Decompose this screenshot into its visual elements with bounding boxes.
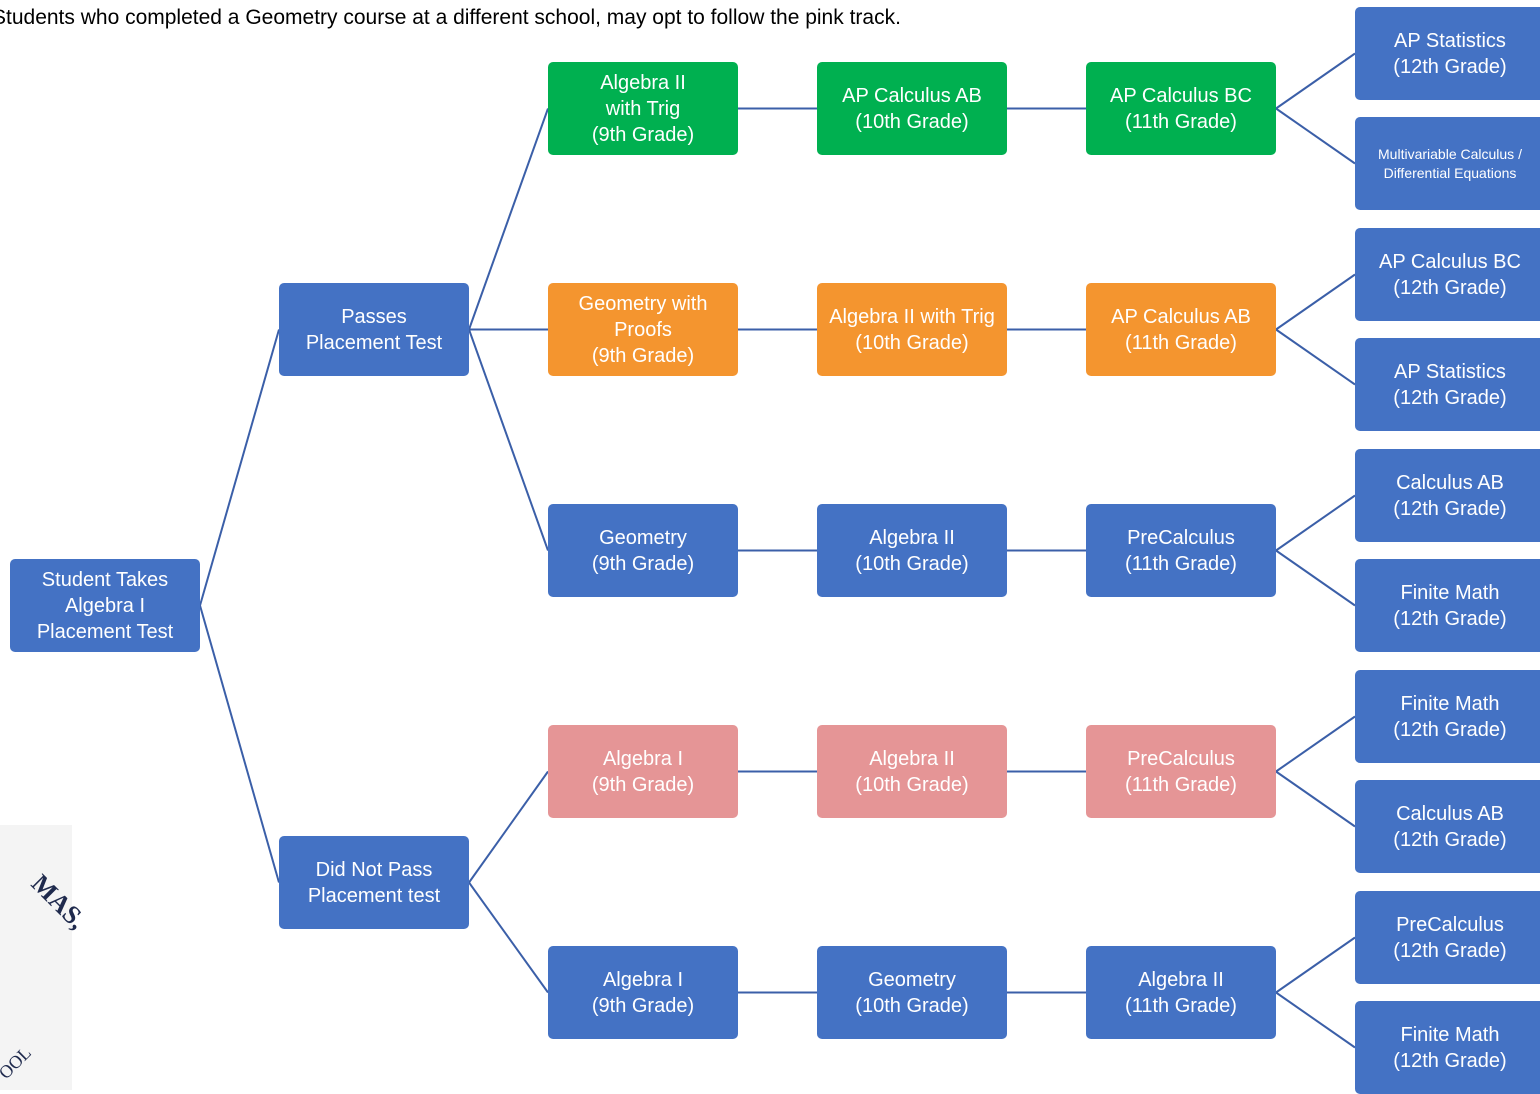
edge-green_3-to-green_4a	[1275, 52, 1356, 110]
edge-passes-to-blue_1	[468, 329, 549, 551]
node-low-2: Geometry (10th Grade)	[817, 946, 1007, 1039]
edge-low_3-to-low_4a	[1275, 936, 1356, 994]
node-orange-4a: AP Calculus BC (12th Grade)	[1355, 228, 1540, 321]
node-pink-3: PreCalculus (11th Grade)	[1086, 725, 1276, 818]
track-note: Students who completed a Geometry course…	[0, 6, 901, 29]
node-pink-4a: Finite Math (12th Grade)	[1355, 670, 1540, 763]
node-green-4b: Multivariable Calculus / Differential Eq…	[1355, 117, 1540, 210]
node-blue-1: Geometry (9th Grade)	[548, 504, 738, 597]
node-blue-4b: Finite Math (12th Grade)	[1355, 559, 1540, 652]
node-blue-4a: Calculus AB (12th Grade)	[1355, 449, 1540, 542]
node-green-1: Algebra II with Trig (9th Grade)	[548, 62, 738, 155]
node-passes: Passes Placement Test	[279, 283, 469, 376]
node-green-2: AP Calculus AB (10th Grade)	[817, 62, 1007, 155]
node-low-3: Algebra II (11th Grade)	[1086, 946, 1276, 1039]
node-orange-4b: AP Statistics (12th Grade)	[1355, 338, 1540, 431]
node-pink-1: Algebra I (9th Grade)	[548, 725, 738, 818]
node-orange-3: AP Calculus AB (11th Grade)	[1086, 283, 1276, 376]
node-low-1: Algebra I (9th Grade)	[548, 946, 738, 1039]
node-pink-4b: Calculus AB (12th Grade)	[1355, 780, 1540, 873]
node-orange-1: Geometry with Proofs (9th Grade)	[548, 283, 738, 376]
node-did-not-pass: Did Not Pass Placement test	[279, 836, 469, 929]
edge-root-to-did_not_pass	[199, 605, 280, 883]
edge-blue_3-to-blue_4b	[1275, 549, 1356, 607]
node-orange-2: Algebra II with Trig (10th Grade)	[817, 283, 1007, 376]
edge-orange_3-to-orange_4b	[1275, 328, 1356, 386]
edge-pink_3-to-pink_4a	[1275, 715, 1356, 773]
node-low-4a: PreCalculus (12th Grade)	[1355, 891, 1540, 984]
edge-did_not_pass-to-low_1	[468, 881, 549, 994]
node-blue-2: Algebra II (10th Grade)	[817, 504, 1007, 597]
node-blue-3: PreCalculus (11th Grade)	[1086, 504, 1276, 597]
node-low-4b: Finite Math (12th Grade)	[1355, 1001, 1540, 1094]
edge-blue_3-to-blue_4a	[1275, 494, 1356, 552]
edge-green_3-to-green_4b	[1275, 107, 1356, 165]
edge-passes-to-green_1	[468, 108, 549, 330]
node-green-4a: AP Statistics (12th Grade)	[1355, 7, 1540, 100]
node-root: Student Takes Algebra I Placement Test	[10, 559, 200, 652]
node-pink-2: Algebra II (10th Grade)	[817, 725, 1007, 818]
edge-pink_3-to-pink_4b	[1275, 770, 1356, 828]
edge-low_3-to-low_4b	[1275, 991, 1356, 1049]
edge-orange_3-to-orange_4a	[1275, 273, 1356, 331]
node-green-3: AP Calculus BC (11th Grade)	[1086, 62, 1276, 155]
edge-did_not_pass-to-pink_1	[468, 770, 549, 884]
edge-root-to-passes	[199, 329, 280, 606]
